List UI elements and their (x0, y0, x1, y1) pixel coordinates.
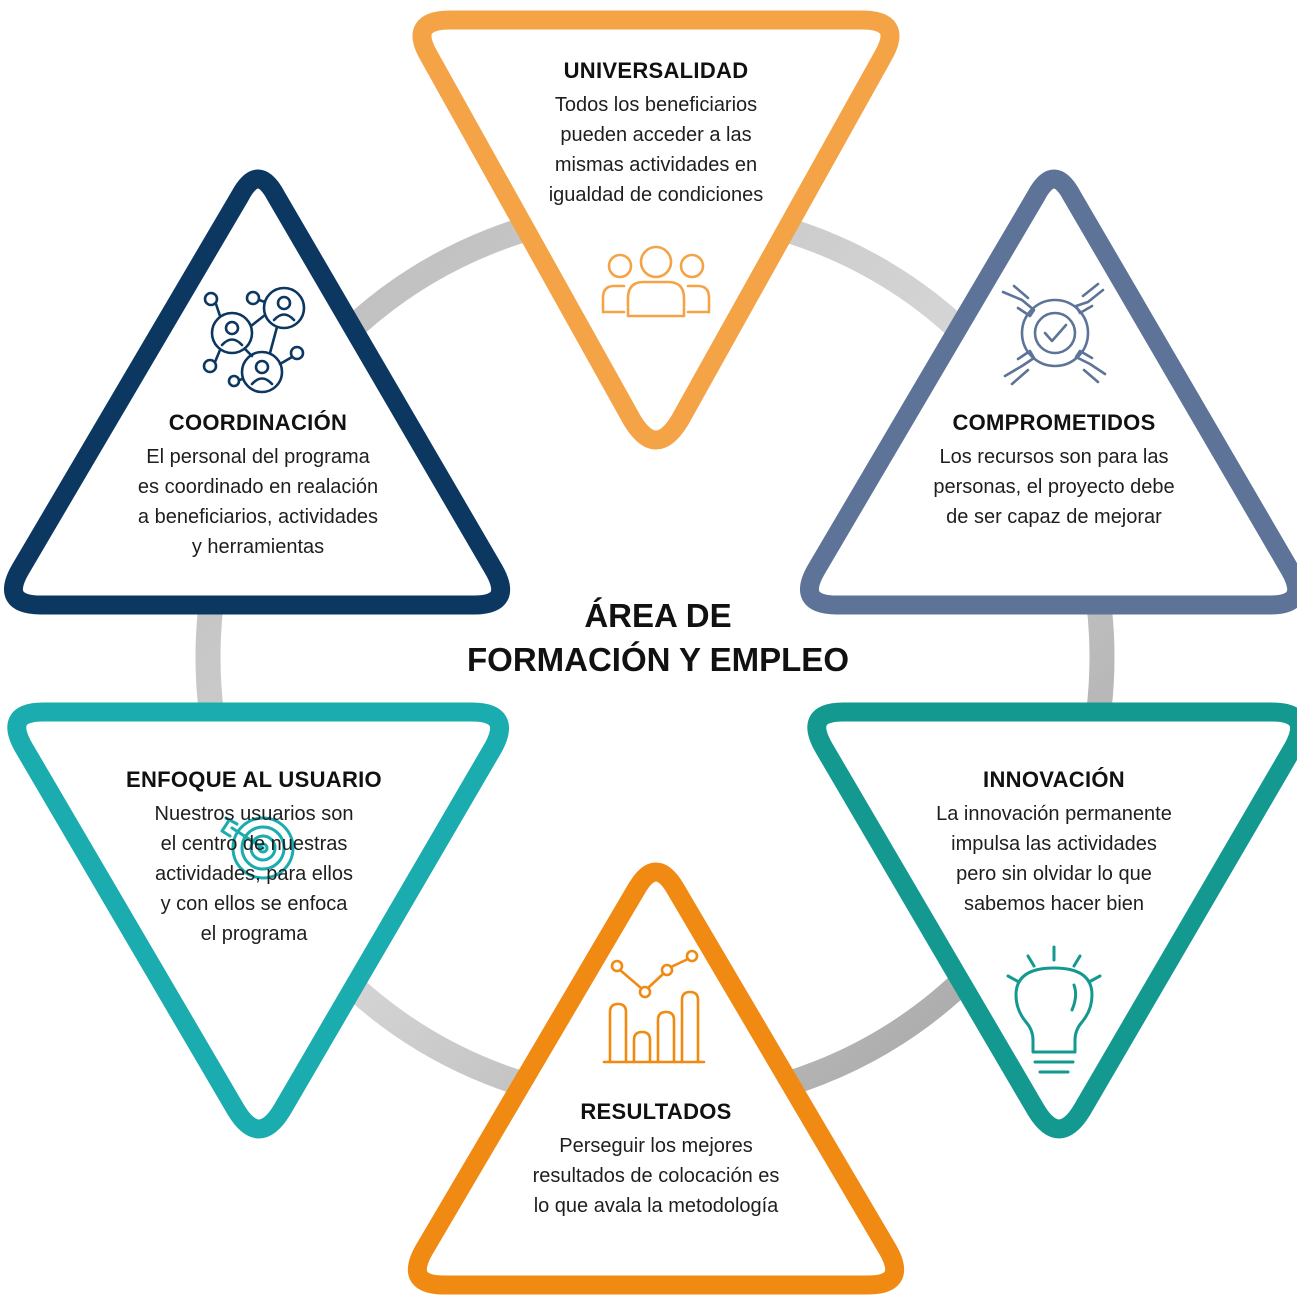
card-text-line: de ser capaz de mejorar (946, 506, 1162, 528)
center-title-line1: ÁREA DE (584, 597, 732, 634)
card-text-line: y herramientas (191, 536, 325, 558)
card-text-line: lo que avala la metodología (533, 1195, 779, 1217)
card-title: ENFOQUE AL USUARIO (126, 767, 382, 792)
card-text-line: Perseguir los mejores (559, 1135, 753, 1157)
card-text-line: el centro de nuestras (160, 833, 348, 855)
card-text-line: pero sin olvidar lo que (956, 863, 1152, 885)
card-text-line: Nuestros usuarios son (154, 803, 354, 825)
card-title: COORDINACIÓN (168, 410, 348, 435)
card-title: RESULTADOS (580, 1099, 732, 1124)
network-people-icon (202, 286, 306, 394)
card-text-line: El personal del programa (146, 446, 370, 468)
card-text-line: pueden acceder a las (560, 124, 752, 146)
card-text-line: igualdad de condiciones (548, 184, 764, 206)
card-text-line: a beneficiarios, actividades (137, 506, 379, 528)
target-icon (220, 816, 295, 880)
bar-chart-icon (602, 949, 706, 1064)
center-title: ÁREA DE FORMACIÓN Y EMPLEO (330, 594, 986, 682)
card-comprometidos: COMPROMETIDOS Los recursos son para las … (874, 410, 1234, 532)
triangle-comprometidos (800, 169, 1297, 615)
card-innovacion: INNOVACIÓN La innovación permanente impu… (874, 767, 1234, 919)
card-text-line: el programa (200, 923, 308, 945)
triangle-innovacion (807, 702, 1297, 1139)
card-text-line: Los recursos son para las (939, 446, 1169, 468)
card-text-line: resultados de colocación es (532, 1165, 780, 1187)
card-text-line: y con ellos se enfoca (160, 893, 348, 915)
triangle-enfoque (7, 702, 509, 1139)
card-title: COMPROMETIDOS (952, 410, 1156, 435)
people-group-icon (601, 245, 711, 318)
card-text-line: Todos los beneficiarios (554, 94, 758, 116)
card-text-line: actividades, para ellos (155, 863, 353, 885)
card-enfoque: ENFOQUE AL USUARIO Nuestros usuarios son… (74, 767, 434, 949)
lightbulb-icon (1006, 945, 1102, 1074)
card-title: UNIVERSALIDAD (563, 58, 749, 83)
center-title-line2: FORMACIÓN Y EMPLEO (467, 641, 849, 678)
card-text-line: sabemos hacer bien (963, 893, 1145, 915)
card-text-line: personas, el proyecto debe (933, 476, 1175, 498)
card-universalidad: UNIVERSALIDAD Todos los beneficiarios pu… (476, 58, 836, 210)
triangle-universalidad (412, 10, 900, 450)
card-coordinacion: COORDINACIÓN El personal del programa es… (78, 410, 438, 562)
card-text-line: mismas actividades en (554, 154, 758, 176)
card-title: INNOVACIÓN (983, 767, 1125, 792)
hands-check-icon (1001, 282, 1107, 386)
card-text-line: La innovación permanente (936, 803, 1172, 825)
card-text-line: impulsa las actividades (951, 833, 1157, 855)
card-resultados: RESULTADOS Perseguir los mejores resulta… (476, 1099, 836, 1221)
card-text-line: es coordinado en realación (137, 476, 379, 498)
triangle-resultados (407, 862, 905, 1295)
